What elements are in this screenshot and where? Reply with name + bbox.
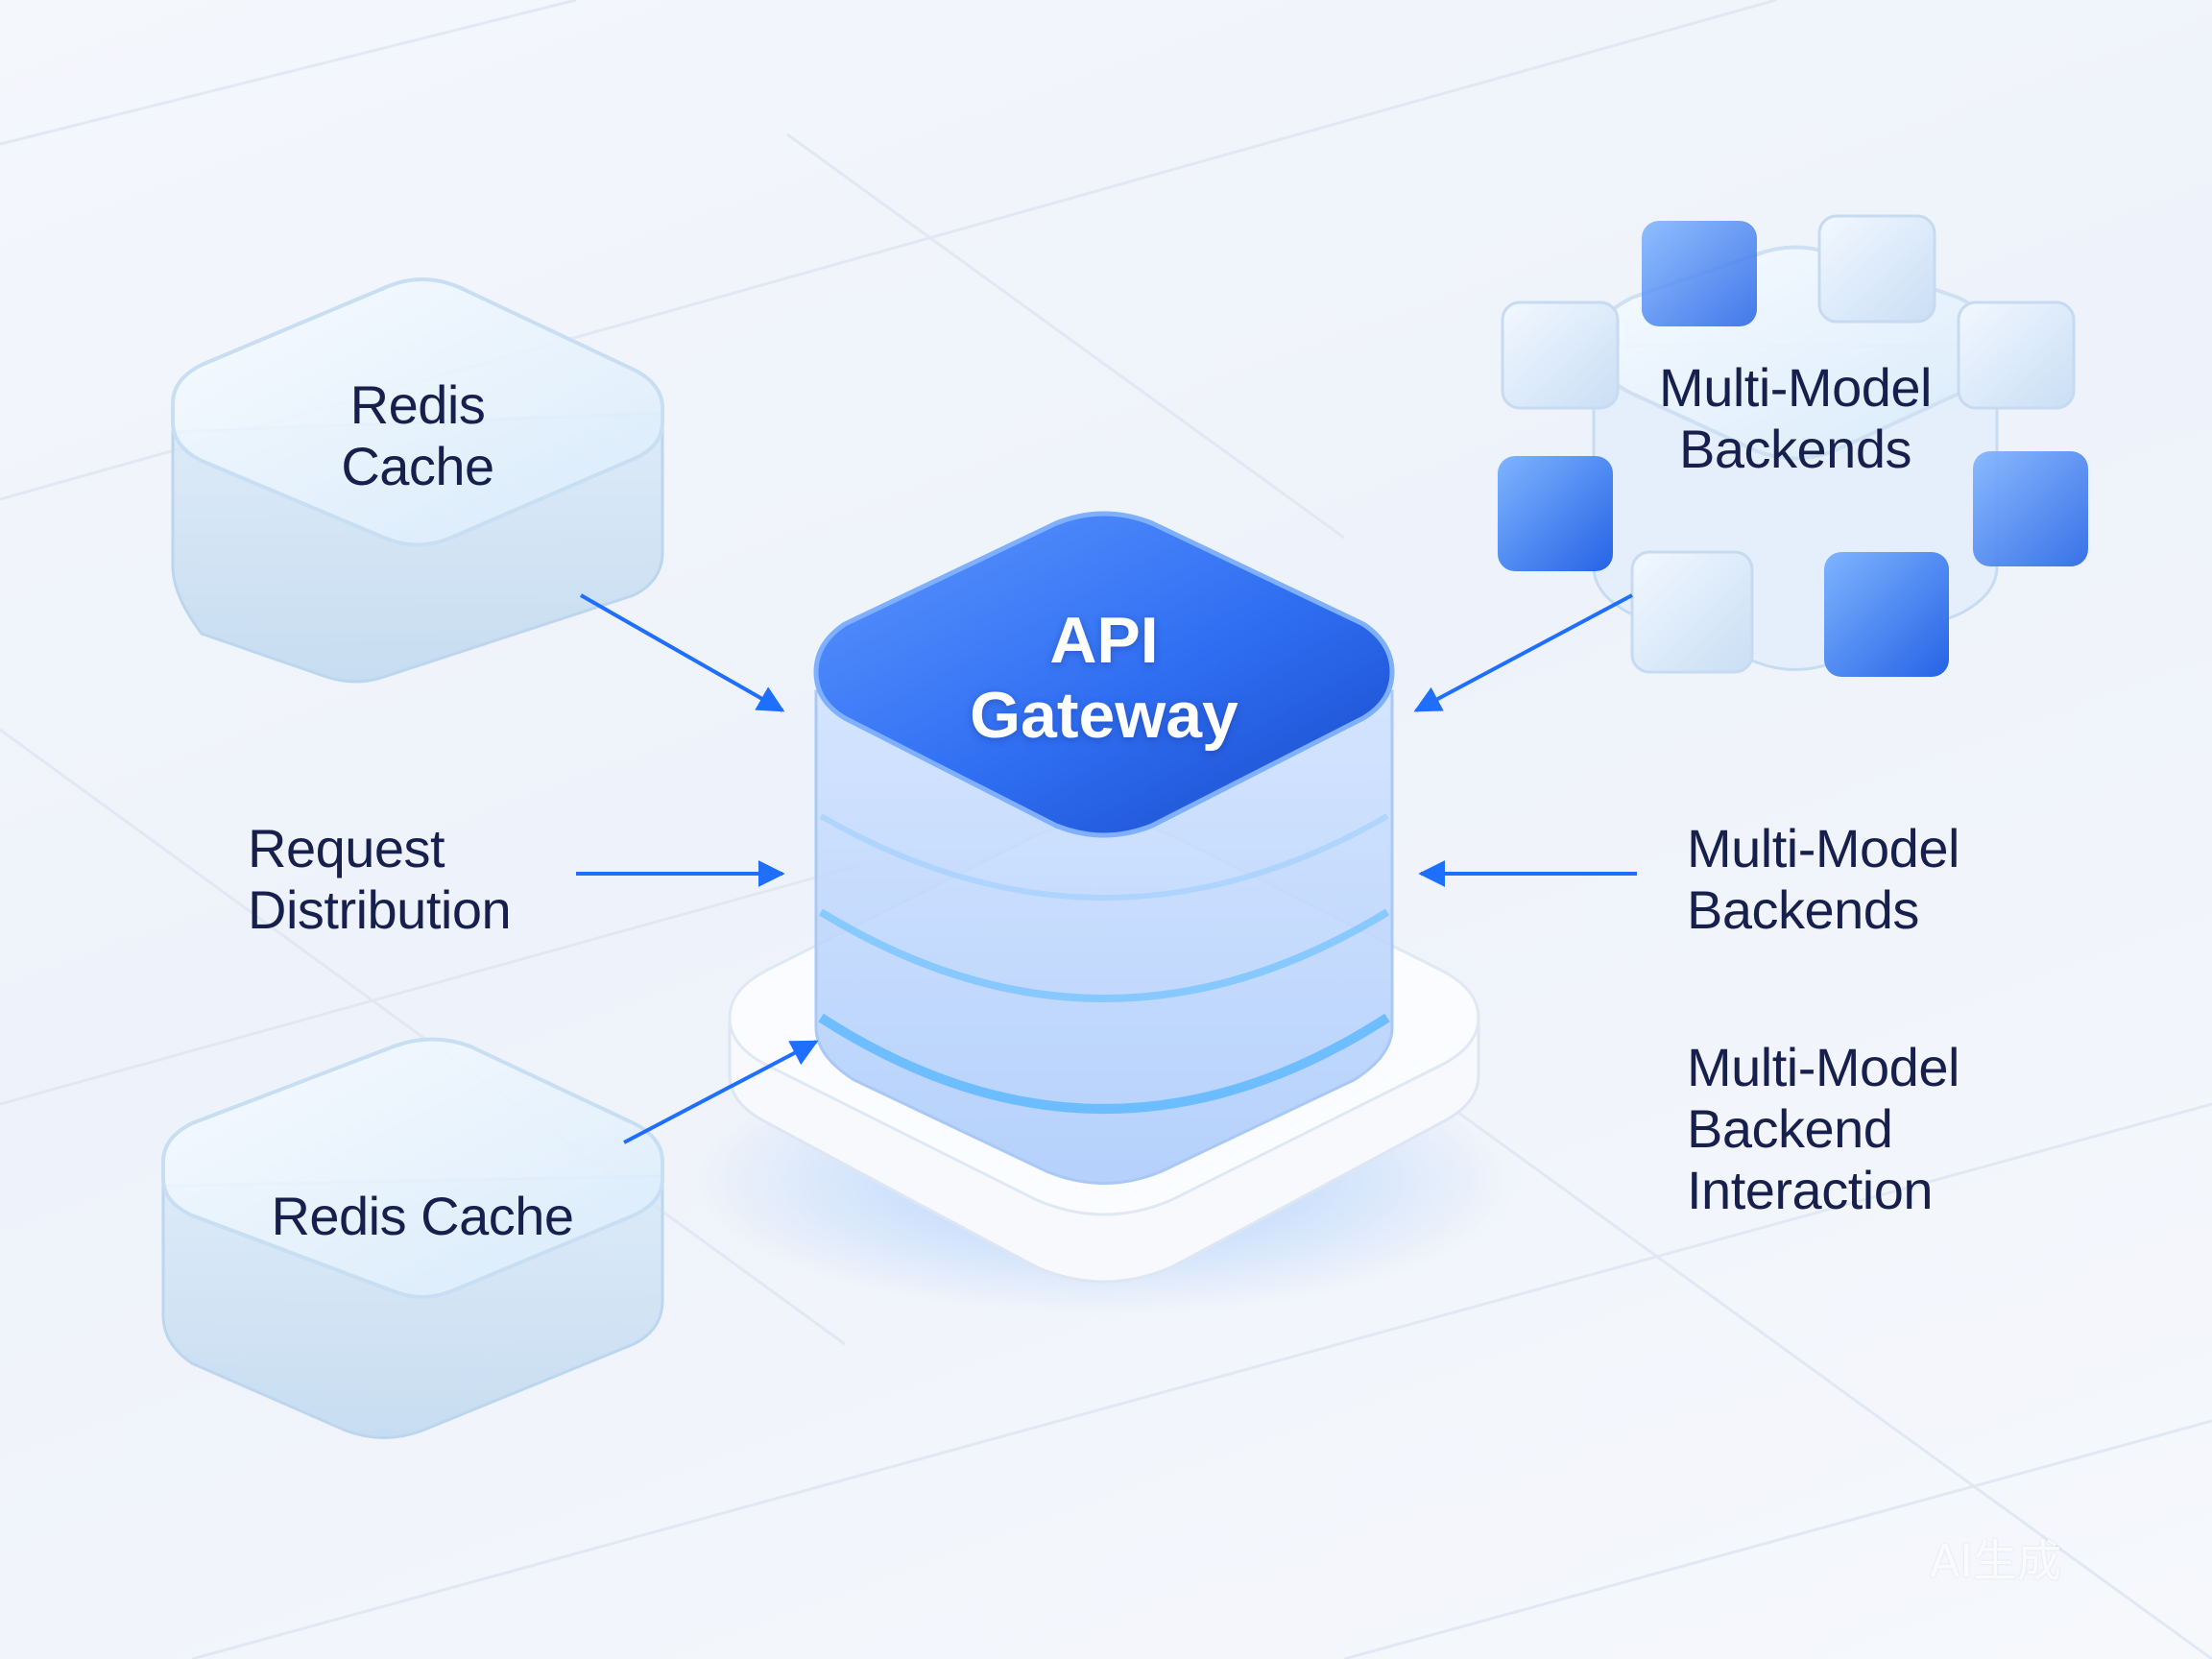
redis-cache-top-label: Redis Cache — [341, 374, 494, 496]
multi-model-interaction-label: Multi-Model Backend Interaction — [1687, 1037, 1960, 1220]
multi-model-backends-label: Multi-Model Backends — [1687, 818, 1960, 940]
watermark: AI生成 — [1930, 1535, 2062, 1587]
backends-cluster — [1498, 214, 2088, 677]
api-gateway-block — [691, 511, 1517, 1315]
redis-cache-bottom-block — [161, 1037, 664, 1439]
module-cube — [1973, 451, 2088, 566]
module-cube — [1642, 221, 1757, 326]
arrow-cache-bottom-to-gateway — [623, 1040, 819, 1144]
module-cube — [1630, 550, 1754, 674]
request-distribution-label: Request Distribution — [248, 818, 512, 940]
redis-cache-top-block — [171, 277, 664, 684]
module-cube — [1817, 214, 1936, 324]
module-cube — [1498, 456, 1613, 571]
module-cube — [1824, 552, 1949, 677]
api-gateway-label: API Gateway — [970, 604, 1238, 752]
redis-cache-bottom-label: Redis Cache — [271, 1186, 574, 1246]
arrow-backends-cluster-to-gateway — [1413, 593, 1633, 712]
connector-arrows — [576, 593, 1637, 1144]
module-cube — [1957, 301, 2076, 410]
module-cube — [1501, 301, 1620, 410]
backends-cluster-label: Multi-Model Backends — [1659, 357, 1932, 479]
arrow-cache-top-to-gateway — [580, 593, 785, 712]
